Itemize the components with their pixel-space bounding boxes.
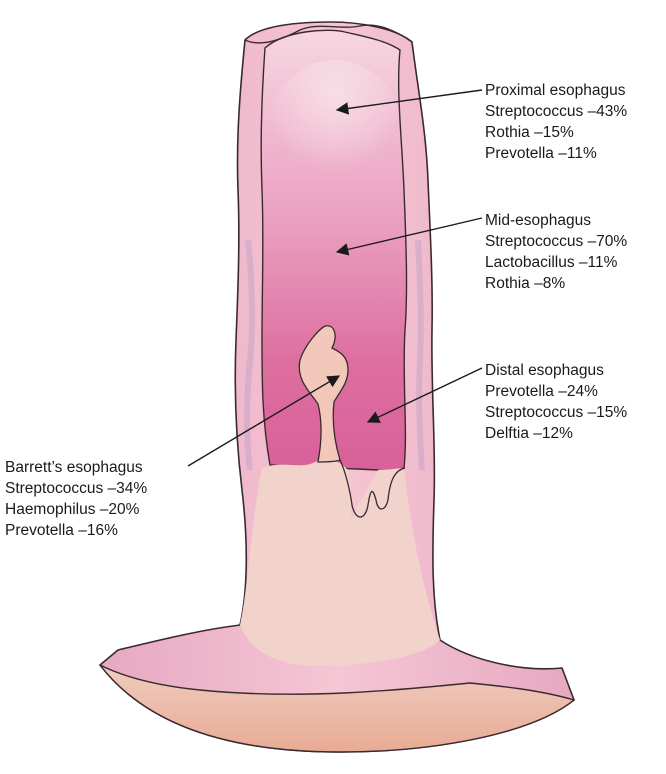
label-distal-title: Distal esophagus <box>485 362 604 379</box>
wall-stripe-left <box>244 239 256 471</box>
stomach-bowl <box>99 664 576 753</box>
wall-stripe-right <box>415 239 425 471</box>
label-proximal-esophagus: Proximal esophagus Streptococcus –43% Ro… <box>485 80 627 164</box>
label-proximal-line: Streptococcus –43% <box>485 103 628 120</box>
arrow-mid <box>335 217 483 256</box>
lower-esophagus-tissue <box>240 459 440 666</box>
label-barretts-line: Prevotella –16% <box>5 522 118 539</box>
label-distal-esophagus: Distal esophagus Prevotella –24% Strepto… <box>485 360 627 444</box>
label-mid-line: Rothia –8% <box>485 275 566 292</box>
label-mid-title: Mid-esophagus <box>485 212 591 229</box>
label-barretts-esophagus: Barrett’s esophagus Streptococcus –34% H… <box>5 457 147 541</box>
label-proximal-title: Proximal esophagus <box>485 82 626 99</box>
label-mid-esophagus: Mid-esophagus Streptococcus –70% Lactoba… <box>485 210 627 294</box>
barretts-tissue <box>298 325 349 463</box>
label-barretts-line: Haemophilus –20% <box>5 501 140 518</box>
distal-mucosa <box>339 459 406 518</box>
label-distal-line: Streptococcus –15% <box>485 404 628 421</box>
lumen-highlight <box>265 60 405 220</box>
arrow-barretts <box>187 375 341 467</box>
label-mid-line: Lactobacillus –11% <box>485 254 618 271</box>
label-distal-line: Prevotella –24% <box>485 383 598 400</box>
label-barretts-title: Barrett’s esophagus <box>5 459 143 476</box>
label-distal-line: Delftia –12% <box>485 425 573 442</box>
label-mid-line: Streptococcus –70% <box>485 233 628 250</box>
label-proximal-line: Rothia –15% <box>485 124 574 141</box>
label-barretts-line: Streptococcus –34% <box>5 480 148 497</box>
label-proximal-line: Prevotella –11% <box>485 145 597 162</box>
arrow-proximal <box>335 89 483 115</box>
esophagus-top-rim <box>244 24 413 44</box>
arrow-distal <box>366 367 483 423</box>
